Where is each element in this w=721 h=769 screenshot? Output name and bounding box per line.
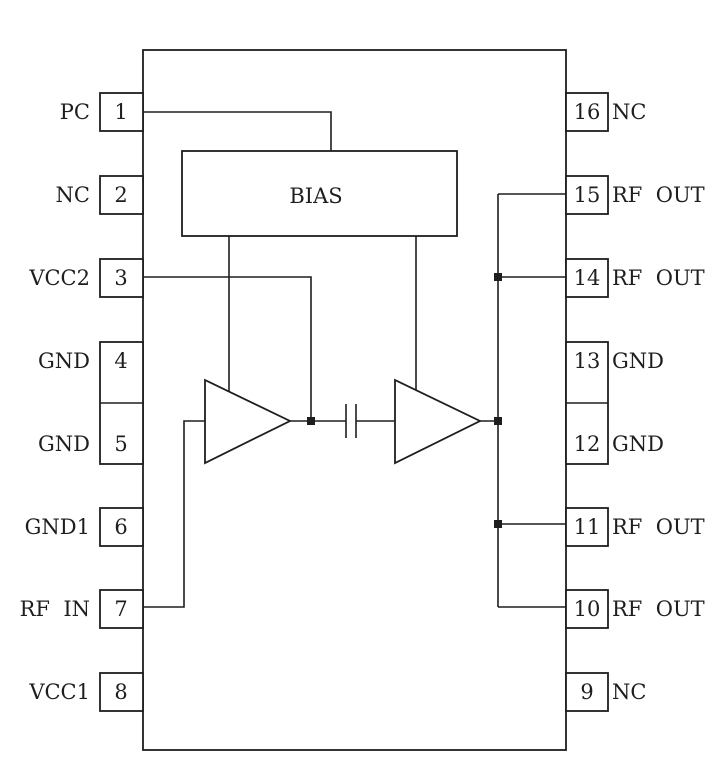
- pin-box-11: [565, 507, 609, 547]
- pin-label-15: RF OUT: [612, 183, 705, 207]
- pin-box-6: [99, 507, 144, 547]
- pin-number-8: 8: [114, 680, 127, 704]
- pin-box-9: [565, 672, 609, 712]
- pin-label-16: NC: [612, 100, 646, 124]
- pin-label-2: NC: [56, 183, 90, 207]
- pin-label-5: GND: [38, 432, 90, 456]
- pin-label-14: RF OUT: [612, 266, 705, 290]
- pin-number-3: 3: [114, 266, 127, 290]
- bias-label: BIAS: [289, 184, 342, 208]
- pin-label-11: RF OUT: [612, 515, 705, 539]
- junction-dot-amp2-output: [494, 417, 502, 425]
- junction-dot-pin14: [494, 273, 502, 281]
- pin-label-3: VCC2: [28, 266, 90, 290]
- wire-vcc2-to-amp1-output: [143, 276, 312, 421]
- pin-label-9: NC: [612, 680, 646, 704]
- pin-label-12: GND: [612, 432, 664, 456]
- pin-number-13: 13: [574, 349, 601, 373]
- pin-box-8: [99, 672, 144, 712]
- pin-box-10: [565, 589, 609, 629]
- pin-number-2: 2: [114, 183, 127, 207]
- pin-label-4: GND: [38, 349, 90, 373]
- pin-number-6: 6: [114, 515, 127, 539]
- pin-label-1: PC: [60, 100, 90, 124]
- junction-dot-pin11: [494, 520, 502, 528]
- pin-number-11: 11: [574, 515, 601, 539]
- pin-label-7: RF IN: [20, 597, 90, 621]
- pin-box-14: [565, 258, 609, 298]
- pin-number-12: 12: [574, 432, 601, 456]
- wire-pc-to-bias: [143, 111, 332, 151]
- bias-block: [181, 150, 458, 237]
- pin-number-5: 5: [114, 432, 127, 456]
- pin-number-14: 14: [574, 266, 601, 290]
- pin-number-4: 4: [114, 349, 127, 373]
- pin-box-2: [99, 175, 144, 215]
- pin-label-6: GND1: [25, 515, 90, 539]
- pin-number-16: 16: [574, 100, 601, 124]
- junction-dot-amp1-output: [307, 417, 315, 425]
- wire-rfin-to-amp1: [143, 420, 205, 608]
- pin-number-10: 10: [574, 597, 601, 621]
- pin-box-16: [565, 92, 609, 132]
- pin-number-7: 7: [114, 597, 127, 621]
- pin-box-1: [99, 92, 144, 132]
- pin-box-3: [99, 258, 144, 298]
- pin-box-15: [565, 175, 609, 215]
- pin-label-13: GND: [612, 349, 664, 373]
- pin-number-15: 15: [574, 183, 601, 207]
- pin-label-8: VCC1: [28, 680, 90, 704]
- pin-number-9: 9: [580, 680, 593, 704]
- pin-label-10: RF OUT: [612, 597, 705, 621]
- pin-box-7: [99, 589, 144, 629]
- pin-number-1: 1: [114, 100, 127, 124]
